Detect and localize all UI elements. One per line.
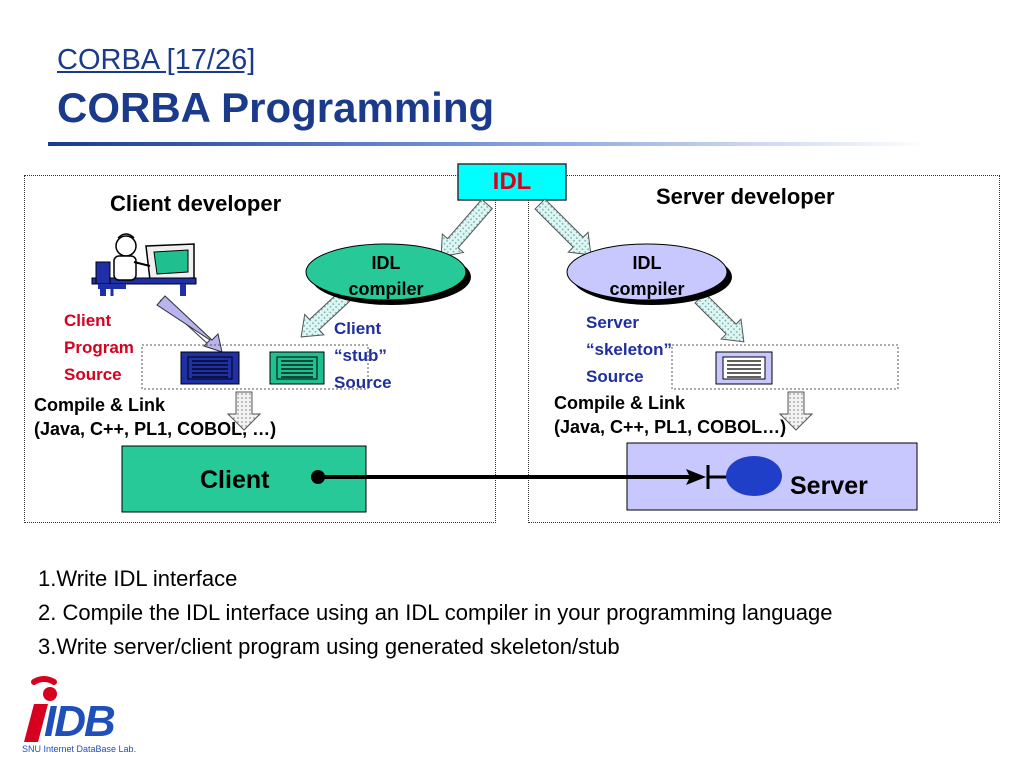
client-program-line-1: Client (64, 311, 112, 330)
right-compiler-label: IDL compiler (567, 250, 727, 302)
server-developer-label: Server developer (656, 184, 835, 209)
server-skeleton-line-3: Source (586, 367, 644, 386)
left-compiler-line-1: IDL (371, 253, 401, 273)
title-divider (48, 142, 928, 146)
client-program-source-label: Client Program Source (64, 307, 134, 388)
step-3: 3.Write server/client program using gene… (38, 634, 620, 659)
server-box-label: Server (790, 472, 868, 500)
developer-icon (91, 233, 197, 296)
right-compiler-ellipse (566, 243, 728, 301)
compile-link-left-label: Compile & Link (Java, C++, PL1, COBOL, …… (34, 393, 276, 441)
client-program-line-3: Source (64, 365, 122, 384)
client-stub-line-2: “stub” (334, 346, 387, 365)
logo-swoosh (31, 676, 57, 685)
skeleton-source-doc (715, 351, 773, 385)
server-skeleton-line-1: Server (586, 313, 639, 332)
server-object (726, 456, 782, 496)
slide-title: CORBA Programming (57, 84, 495, 131)
steps-list: 1.Write IDL interface 2. Compile the IDL… (38, 562, 832, 664)
step-2: 2. Compile the IDL interface using an ID… (38, 600, 833, 625)
client-developer-area (24, 175, 496, 523)
right-compiler-line-1: IDL (632, 253, 662, 273)
client-stub-line-3: Source (334, 373, 392, 392)
arrow-compiler-to-skeleton (694, 292, 745, 343)
server-skeleton-line-2: “skeleton” (586, 340, 672, 359)
stub-source-doc (269, 351, 325, 385)
compile-link-right-label: Compile & Link (Java, C++, PL1, COBOL…) (554, 391, 786, 439)
idb-logo (24, 676, 57, 742)
logo-text: IDB (44, 697, 116, 746)
client-program-line-2: Program (64, 338, 134, 357)
logo-caption: SNU Internet DataBase Lab. (22, 744, 137, 754)
arrow-developer-to-source (156, 295, 223, 353)
idl-box (457, 163, 567, 201)
client-box-label: Client (200, 466, 270, 494)
client-stub-line-1: Client (334, 319, 382, 338)
left-compiler-line-2: compiler (348, 279, 424, 299)
slide-subtitle: CORBA [17/26] (57, 44, 256, 76)
step-1: 1.Write IDL interface (38, 566, 238, 591)
arrow-down-left (226, 391, 262, 431)
idl-label: IDL (492, 168, 532, 195)
arrow-down-right (778, 391, 814, 431)
client-developer-label: Client developer (110, 191, 282, 216)
compile-link-left-line-2: (Java, C++, PL1, COBOL, …) (34, 419, 277, 439)
compile-link-left-line-1: Compile & Link (34, 395, 166, 415)
server-developer-area (528, 175, 1000, 523)
left-compiler-ellipse (305, 243, 467, 301)
left-compiler-label: IDL compiler (306, 250, 466, 302)
compile-link-right-line-1: Compile & Link (554, 393, 686, 413)
right-compiler-line-2: compiler (609, 279, 685, 299)
arrow-idl-to-right-compiler (534, 198, 592, 256)
program-source-doc (180, 351, 240, 385)
arrow-idl-to-left-compiler (440, 198, 493, 258)
server-skeleton-source-label: Server “skeleton” Source (586, 309, 672, 390)
compile-link-right-line-2: (Java, C++, PL1, COBOL…) (554, 417, 787, 437)
client-stub-source-label: Client “stub” Source (334, 315, 392, 396)
